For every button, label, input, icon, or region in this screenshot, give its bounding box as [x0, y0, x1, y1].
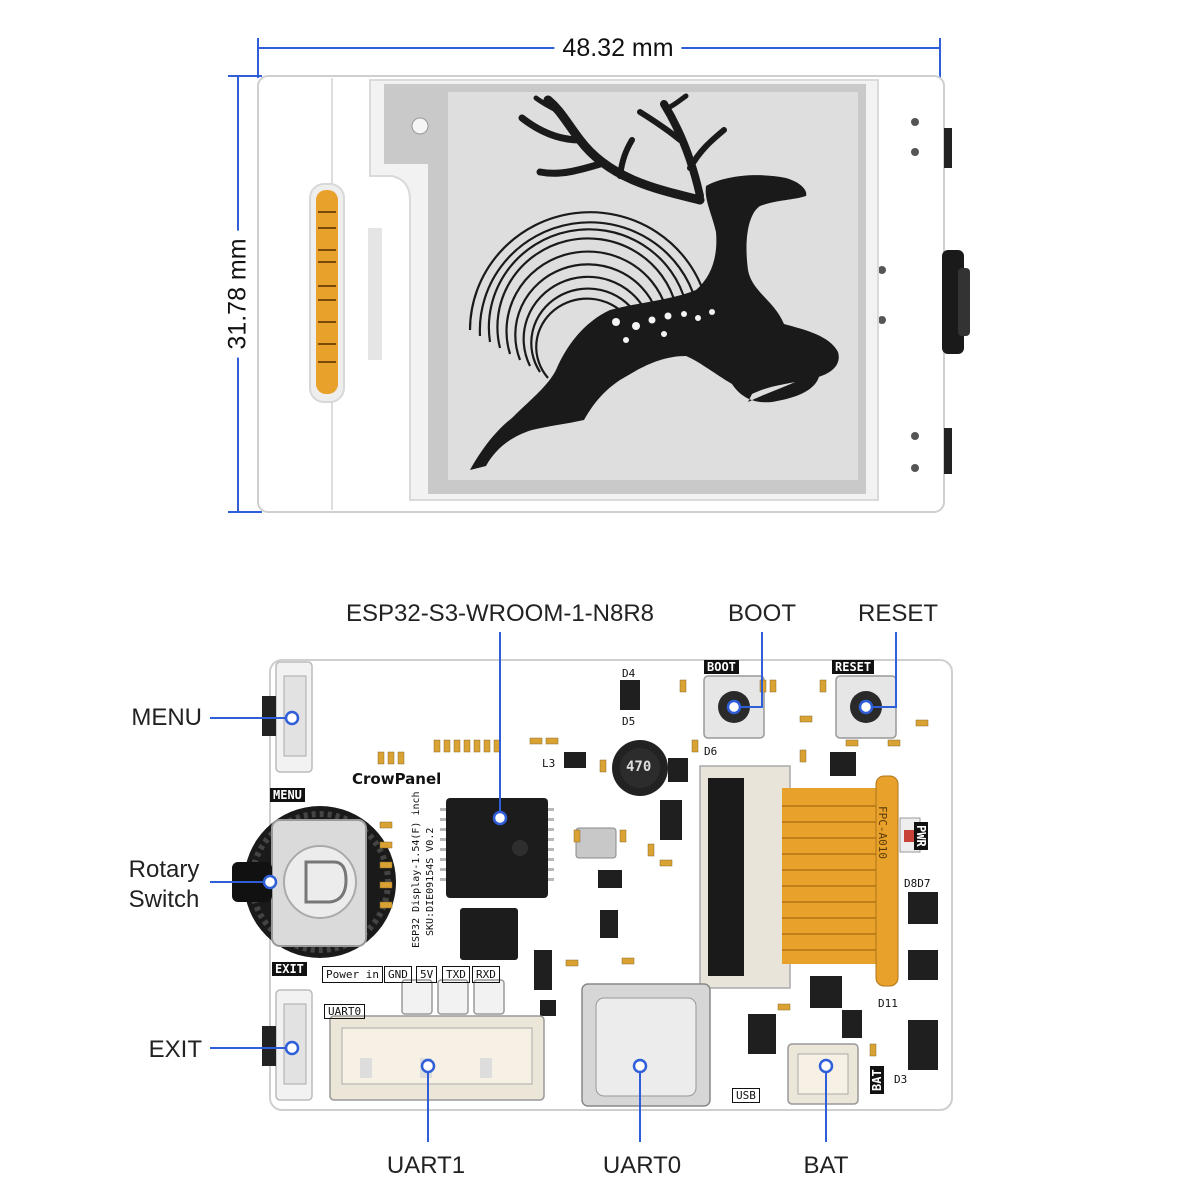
uart1-connector [329, 1015, 545, 1101]
flash-chip [460, 908, 518, 960]
usb-c-port [581, 983, 711, 1107]
callout-menu: MENU [131, 704, 202, 731]
silk-uart0: UART0 [324, 1004, 366, 1019]
side-button-bottom [944, 428, 952, 474]
silk-rxd: RXD [472, 966, 500, 983]
callout-uart0: UART0 [602, 1152, 682, 1179]
silk-inductor: 470 [626, 759, 652, 775]
front-view [228, 38, 970, 513]
silk-d5: D5 [622, 715, 636, 728]
stag-artwork [468, 93, 839, 471]
callout-boot: BOOT [727, 600, 797, 627]
silk-d11: D11 [878, 997, 898, 1010]
callout-leaders [210, 632, 897, 1142]
silk-power-in: Power in [322, 966, 383, 983]
callout-exit: EXIT [148, 1036, 202, 1063]
flex-cable-front [316, 190, 338, 394]
silk-reset: RESET [832, 660, 875, 674]
header-pins [401, 979, 505, 1015]
silk-menu: MENU [270, 788, 305, 802]
crystal [575, 827, 617, 859]
callout-esp32: ESP32-S3-WROOM-1-N8R8 [345, 600, 655, 627]
mounting-holes-right [878, 118, 919, 472]
silk-5v: 5V [416, 966, 438, 983]
stag-body [470, 175, 839, 471]
silk-exit: EXIT [272, 962, 307, 976]
silk-boot: BOOT [704, 660, 739, 674]
height-dimension-label: 31.78 mm [224, 230, 252, 358]
silk-model-line1: ESP32 Display-1.54(F) inch [411, 791, 422, 948]
silk-fpc: FPC-A010 [876, 806, 889, 859]
stag-spots [612, 309, 715, 343]
flex-slot [368, 228, 382, 360]
silk-d6: D6 [704, 745, 718, 758]
flex-cable-back [782, 788, 880, 964]
silk-usb: USB [732, 1088, 760, 1103]
silk-d8d7: D8D7 [904, 877, 931, 890]
antlers [518, 93, 727, 205]
silk-l3: L3 [542, 757, 556, 770]
callout-reset: RESET [857, 600, 939, 627]
callout-uart1: UART1 [386, 1152, 466, 1179]
silk-gnd: GND [384, 966, 412, 983]
callout-rotary-line1: Rotary [128, 856, 200, 883]
silk-d3: D3 [894, 1073, 908, 1086]
silk-brand: CrowPanel [352, 770, 442, 788]
rotary-encoder [232, 806, 396, 958]
spiral-arcs [468, 211, 708, 379]
silk-txd: TXD [442, 966, 470, 983]
back-view [210, 632, 953, 1142]
side-button-top [944, 128, 952, 168]
silk-model-line2: SKU:DIE09154S V0.2 [425, 827, 436, 936]
silk-bat: BAT [870, 1066, 884, 1094]
callout-bat: BAT [803, 1152, 849, 1179]
esp32-chip [446, 798, 548, 898]
silk-pwr: PWR [914, 822, 928, 850]
bat-connector [787, 1043, 859, 1105]
width-dimension-label: 48.32 mm [554, 36, 682, 61]
silk-d4: D4 [622, 667, 636, 680]
callout-dots [262, 699, 874, 1074]
callout-rotary-line2: Switch [128, 886, 200, 913]
